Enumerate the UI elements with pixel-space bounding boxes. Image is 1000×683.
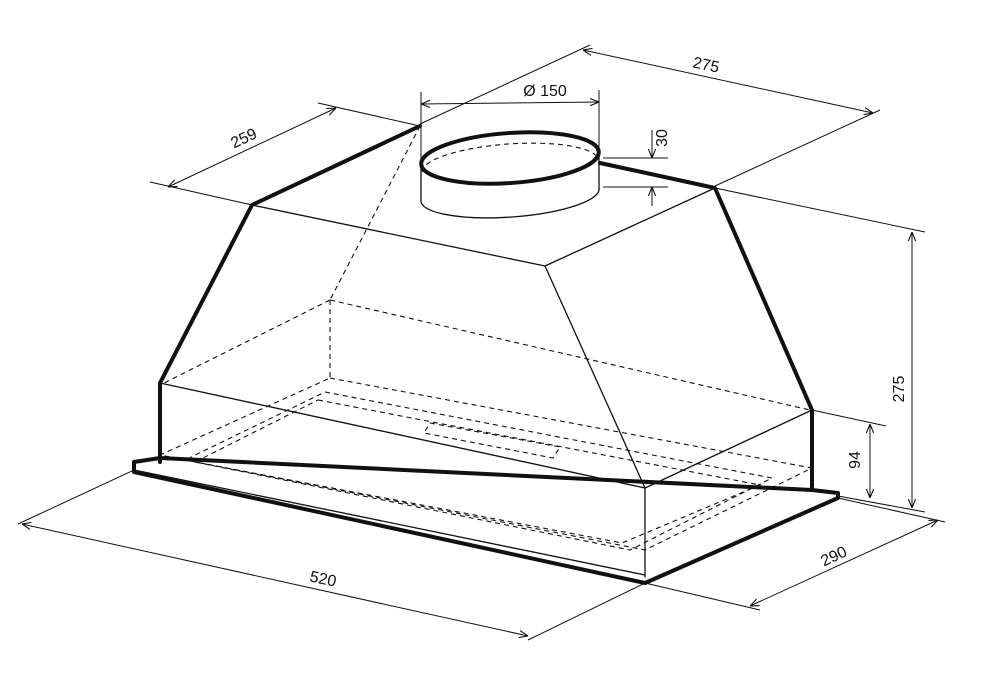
- dim-duct-diameter: Ø 150: [523, 83, 567, 100]
- dim-total-height: 275: [891, 376, 908, 403]
- dim-collar-height: 30: [654, 129, 671, 147]
- dim-top-width: 259: [228, 126, 259, 153]
- dim-top-depth: 275: [691, 55, 721, 77]
- dim-width: 520: [308, 569, 338, 591]
- hood-outline: [132, 124, 840, 585]
- dim-depth: 290: [818, 544, 849, 571]
- dim-lower-height: 94: [847, 451, 864, 469]
- hidden-lines: [158, 125, 814, 551]
- duct-collar: [419, 130, 601, 219]
- dimension-lines: [17, 44, 946, 641]
